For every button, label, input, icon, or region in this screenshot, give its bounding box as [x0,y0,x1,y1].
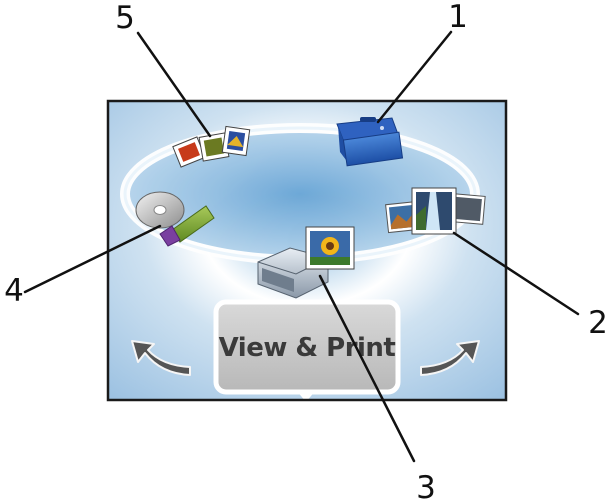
callout-2: 2 [588,305,608,341]
screen-panel: View & Print [108,101,506,402]
callout-5: 5 [115,0,135,36]
callout-4: 4 [4,273,24,309]
callout-1: 1 [448,0,468,35]
selected-label: View & Print [219,333,396,363]
callout-3: 3 [416,470,436,504]
selected-label-box: View & Print [216,302,398,402]
toolbox-icon[interactable] [337,117,403,166]
